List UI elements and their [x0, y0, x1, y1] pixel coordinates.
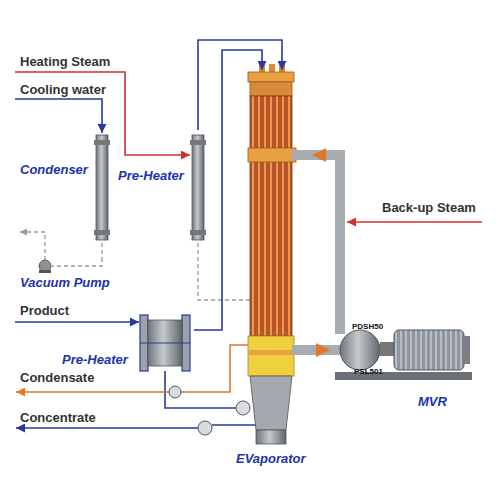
- stream-label: Back-up Steam: [382, 200, 476, 215]
- instrument-tag: PDSH50: [352, 322, 383, 331]
- equipment-label: EVaporator: [236, 451, 306, 466]
- stream-label: Heating Steam: [20, 54, 110, 69]
- equipment-label: MVR: [418, 394, 447, 409]
- vapour-pipe: [312, 155, 340, 315]
- stream-label: Cooling water: [20, 82, 106, 97]
- equipment-label: Pre-Heater: [62, 352, 128, 367]
- process-line: [194, 50, 262, 330]
- evaporator: EVaporator: [232, 70, 312, 470]
- stream-label: Condensate: [20, 370, 94, 385]
- vapour-pipe: [312, 345, 330, 355]
- process-line: [101, 243, 102, 258]
- instrument-tag: PSL501: [354, 367, 383, 376]
- pre-heater: Pre-Heater: [116, 130, 210, 243]
- process-line: [198, 40, 282, 130]
- equipment-label: Vacuum Pump: [20, 275, 110, 290]
- equipment-label: Pre-Heater: [118, 168, 184, 183]
- stream-label: Product: [20, 303, 69, 318]
- stream-label: Concentrate: [20, 410, 96, 425]
- plate-pre-heater: Pre-Heater: [58, 312, 194, 372]
- equipment-label: Condenser: [20, 162, 88, 177]
- vacuum-pump: Vacuum Pump: [15, 258, 115, 292]
- condenser: Condenser: [15, 130, 112, 243]
- mvr-compressor: PDSH50PSL501MVR: [330, 315, 480, 415]
